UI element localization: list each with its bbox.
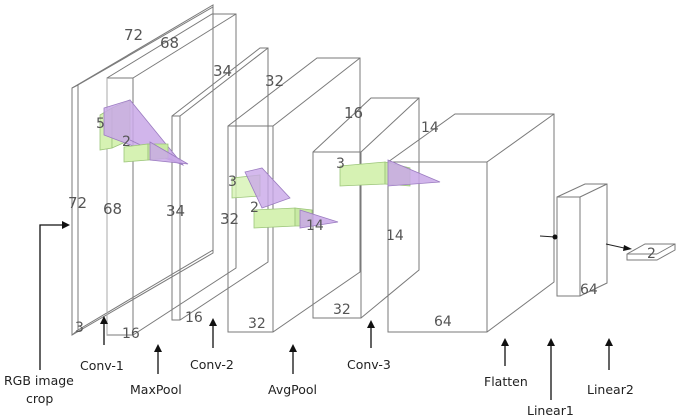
- dim-input-channels: 3: [75, 320, 84, 336]
- linear-connector-line: [605, 243, 625, 249]
- kernel-conv3: [339, 159, 441, 187]
- flatten-connector-dot: [552, 234, 558, 240]
- input-back-face: [77, 6, 214, 331]
- dim-maxpool-depth: 16: [122, 326, 140, 342]
- dim-linear1-units: 64: [580, 282, 598, 298]
- dim-conv1-height: 68: [103, 200, 122, 218]
- dim-conv3-width: 16: [344, 104, 363, 122]
- linear-connector-arrowhead: [623, 245, 632, 251]
- layer-avgpool-block: [312, 97, 420, 319]
- dim-input-width: 72: [124, 26, 143, 44]
- dim-conv2-depth: 16: [185, 310, 203, 326]
- kernel-maxpool-label: 2: [122, 134, 131, 150]
- dim-conv3-kernel-out: 14: [306, 218, 324, 234]
- caption-arrows: [39, 221, 613, 400]
- dim-linear2-units: 2: [647, 246, 656, 262]
- kernel-conv2-label: 3: [228, 174, 237, 190]
- caption-maxpool: MaxPool: [130, 382, 182, 397]
- layer-maxpool-block: [171, 47, 269, 321]
- dim-flatten-depth: 64: [434, 314, 452, 330]
- dim-avgpool-height: 32: [220, 210, 239, 228]
- dim-maxpool-width: 34: [213, 62, 232, 80]
- layer-conv3-block: [387, 113, 555, 333]
- caption-avgpool: AvgPool: [268, 382, 317, 397]
- layer-linear2-block: [626, 243, 676, 261]
- layer-linear1-block: [556, 183, 608, 297]
- kernel-conv1-label: 5: [96, 116, 105, 132]
- caption-linear1: Linear1: [527, 403, 574, 418]
- kernel-maxpool: [123, 141, 189, 165]
- kernel-conv3-label: 3: [336, 156, 345, 172]
- dim-conv2-height: 34: [166, 202, 185, 220]
- kernel-conv2: [231, 167, 291, 209]
- caption-linear2: Linear2: [587, 382, 634, 397]
- caption-conv1: Conv-1: [80, 358, 124, 373]
- dim-conv1-width: 68: [160, 34, 179, 52]
- layer-input-slab: [71, 4, 214, 336]
- caption-conv3: Conv-3: [347, 357, 391, 372]
- dim-flatten-height: 14: [386, 228, 404, 244]
- layer-conv2-block: [227, 57, 361, 333]
- caption-input-line1: RGB image: [4, 373, 74, 388]
- flatten-connector-line: [539, 235, 556, 238]
- kernel-avgpool: [253, 207, 339, 229]
- kernel-avgpool-label: 2: [250, 200, 259, 216]
- dim-conv3-depth: 32: [333, 302, 351, 318]
- dim-input-height: 72: [68, 194, 87, 212]
- caption-flatten: Flatten: [484, 374, 528, 389]
- input-front-face: [71, 4, 214, 336]
- dim-avgpool-width: 32: [265, 72, 284, 90]
- caption-conv2: Conv-2: [190, 357, 234, 372]
- dim-avgpool-depth: 32: [248, 316, 266, 332]
- dim-flatten-width: 14: [421, 120, 439, 136]
- caption-input-line2: crop: [26, 391, 53, 406]
- arrow-input: [39, 224, 62, 370]
